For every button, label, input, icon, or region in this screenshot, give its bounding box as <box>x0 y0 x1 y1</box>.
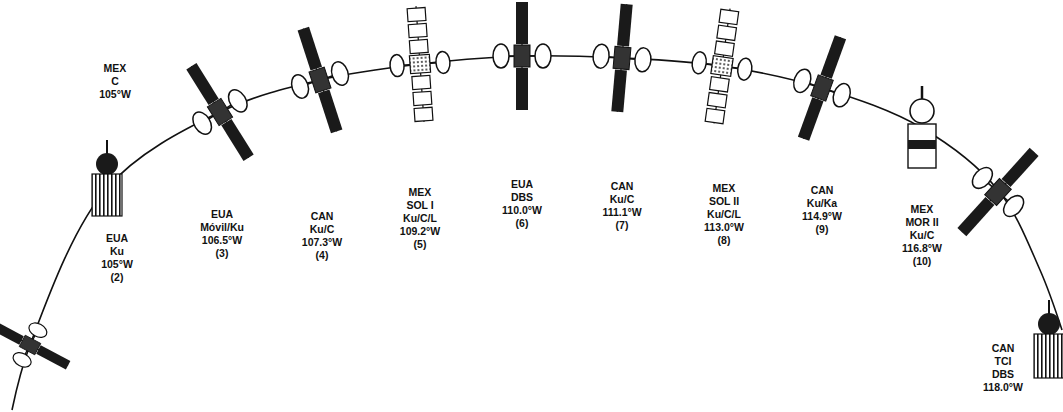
satellite-label: Móvil/Ku <box>200 221 244 234</box>
satellite-label: 105°W <box>99 88 131 101</box>
satellite-label: MEX <box>713 182 736 195</box>
satellite-label: Ku/C <box>610 193 635 206</box>
satellite-label: SOL I <box>406 199 433 212</box>
satellite-label: Ku/C/L <box>707 208 741 221</box>
satellite-label: Ku/C <box>910 229 935 242</box>
satellite-icon <box>908 86 936 168</box>
satellite-label: MEX <box>104 62 127 75</box>
satellite-icon <box>276 20 365 141</box>
satellite-label: CAN <box>611 180 634 193</box>
satellite-label: 110.0°W <box>502 204 542 217</box>
satellite-icon <box>776 27 867 148</box>
satellite-icon <box>92 140 122 216</box>
satellite-label: TCI <box>995 355 1012 368</box>
satellite-label: MEX <box>911 203 934 216</box>
satellite-label: CAN <box>811 184 834 197</box>
satellite-label: (6) <box>516 217 529 230</box>
satellite-label: DBS <box>992 368 1014 381</box>
satellite-label: MEX <box>409 186 432 199</box>
satellite-label: (7) <box>616 219 629 232</box>
satellite-label: SOL II <box>709 195 739 208</box>
satellite-label: (8) <box>718 234 731 247</box>
satellite-label: Ku/C/L <box>403 212 437 225</box>
satellite-label: 116.8°W <box>902 242 942 255</box>
satellite-label: EUA <box>211 208 233 221</box>
satellite-label: CAN <box>311 210 334 223</box>
satellite-label: CAN <box>992 342 1015 355</box>
satellite-icon <box>684 4 760 127</box>
satellite-icon <box>493 2 551 110</box>
satellite-label: (3) <box>216 247 229 260</box>
satellite-label: (5) <box>414 238 427 251</box>
satellite-icon <box>1034 300 1063 378</box>
satellite-label: 109.2°W <box>400 225 440 238</box>
orbit-arc <box>12 56 1062 410</box>
satellite-label: (2) <box>111 271 124 284</box>
satellite-label: 106.5°W <box>202 234 242 247</box>
satellite-label: Ku/C <box>310 223 335 236</box>
satellite-label: (9) <box>816 223 829 236</box>
satellite-label: DBS <box>511 191 533 204</box>
satellite-icon <box>386 4 454 124</box>
satellite-icon <box>588 2 655 115</box>
satellite-label: MOR II <box>905 216 938 229</box>
satellite-label: 105°W <box>101 258 133 271</box>
satellite-icon <box>940 132 1055 251</box>
satellite-label: EUA <box>511 178 533 191</box>
satellite-label: 118.0°W <box>983 381 1023 394</box>
satellite-icon <box>167 51 273 173</box>
satellite-label: 111.1°W <box>602 206 641 219</box>
satellite-label: 107.3°W <box>302 236 342 249</box>
satellite-label: (10) <box>913 255 932 268</box>
satellite-label: (4) <box>316 249 329 262</box>
satellite-icon <box>0 304 79 386</box>
satellite-label: 114.9°W <box>802 210 842 223</box>
satellite-label: EUA <box>106 232 128 245</box>
satellite-label: 113.0°W <box>704 221 744 234</box>
satellite-label: Ku <box>110 245 124 258</box>
satellite-label: Ku/Ka <box>807 197 837 210</box>
satellite-label: C <box>111 75 119 88</box>
